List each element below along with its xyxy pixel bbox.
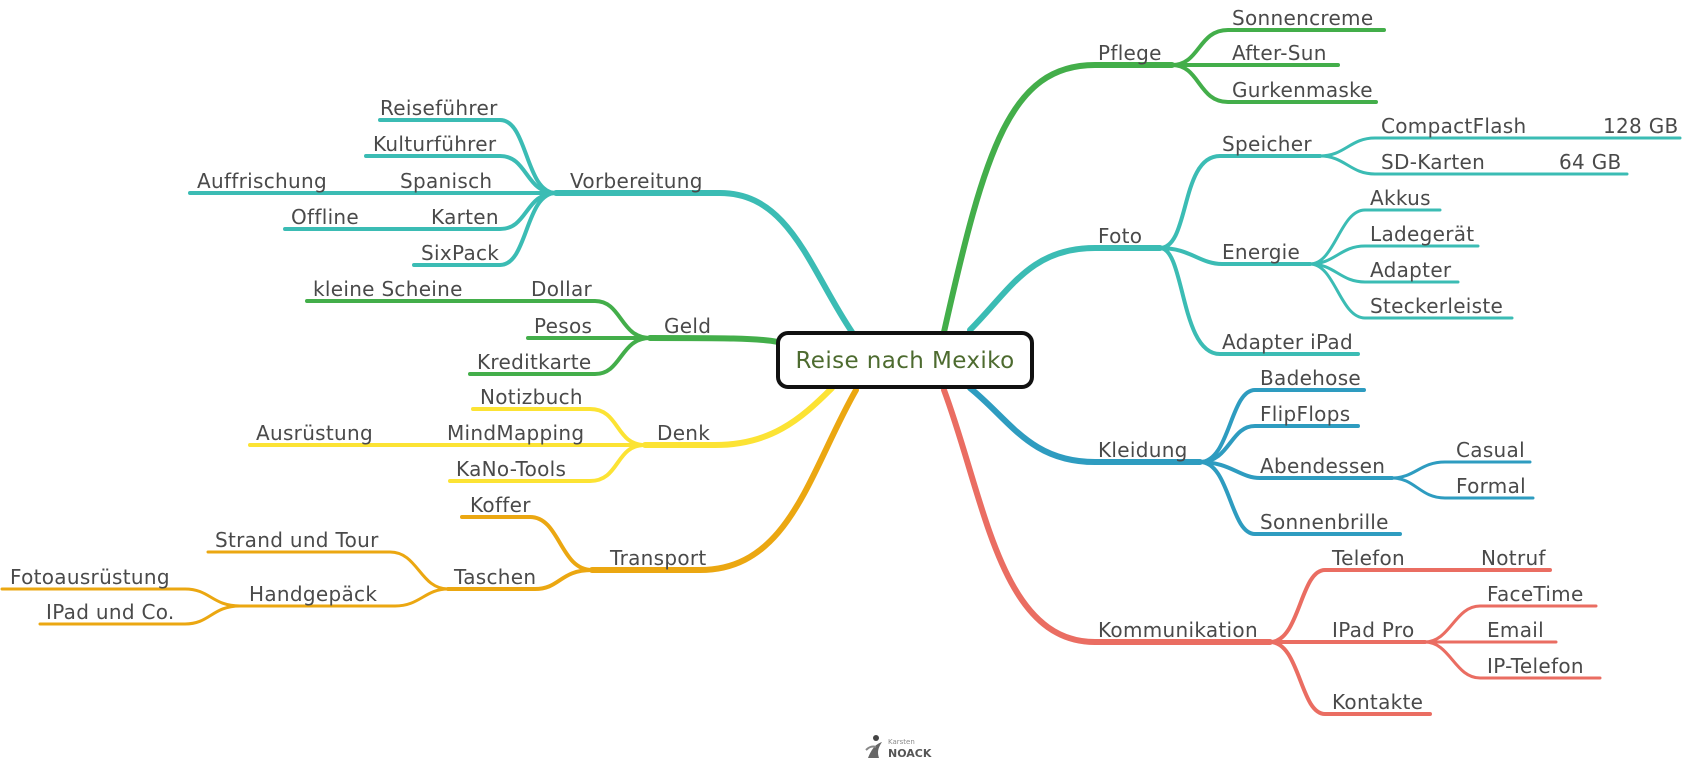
node-email[interactable]: Email bbox=[1487, 618, 1544, 642]
node-strand-und-tour[interactable]: Strand und Tour bbox=[215, 528, 379, 552]
node-notruf[interactable]: Notruf bbox=[1481, 546, 1546, 570]
branch-kleidung-edges bbox=[967, 385, 1535, 536]
node-geld[interactable]: Geld bbox=[664, 314, 711, 338]
branch-kommunikation-edges bbox=[941, 387, 1602, 716]
node-compactflash[interactable]: CompactFlash bbox=[1381, 114, 1527, 138]
node-spanisch[interactable]: Spanisch bbox=[400, 169, 492, 193]
node-speicher[interactable]: Speicher bbox=[1222, 132, 1312, 156]
node-gurkenmaske[interactable]: Gurkenmaske bbox=[1232, 78, 1373, 102]
node-kontakte[interactable]: Kontakte bbox=[1332, 690, 1423, 714]
node-badehose[interactable]: Badehose bbox=[1260, 366, 1361, 390]
node-sd-64gb[interactable]: 64 GB bbox=[1559, 150, 1622, 174]
logo-figure-icon bbox=[865, 735, 882, 758]
node-facetime[interactable]: FaceTime bbox=[1487, 582, 1584, 606]
node-kreditkarte[interactable]: Kreditkarte bbox=[477, 350, 591, 374]
node-adapter[interactable]: Adapter bbox=[1370, 258, 1452, 282]
node-sixpack[interactable]: SixPack bbox=[421, 241, 499, 265]
node-ausruestung[interactable]: Ausrüstung bbox=[256, 421, 373, 445]
node-ipad-pro[interactable]: IPad Pro bbox=[1332, 618, 1415, 642]
branch-geld-edges bbox=[305, 299, 781, 376]
branch-pflege-edges bbox=[941, 28, 1386, 335]
node-flipflops[interactable]: FlipFlops bbox=[1260, 402, 1350, 426]
node-steckerleiste[interactable]: Steckerleiste bbox=[1370, 294, 1503, 318]
branch-denk-edges bbox=[248, 385, 835, 483]
node-telefon[interactable]: Telefon bbox=[1331, 546, 1405, 570]
node-offline[interactable]: Offline bbox=[291, 205, 359, 229]
logo-top-text: Karsten bbox=[888, 738, 915, 746]
root-node-box bbox=[776, 331, 1034, 389]
node-vorbereitung[interactable]: Vorbereitung bbox=[570, 169, 703, 193]
karsten-noack-logo: Karsten NOACK bbox=[865, 735, 932, 760]
node-koffer[interactable]: Koffer bbox=[470, 493, 531, 517]
node-casual[interactable]: Casual bbox=[1456, 438, 1525, 462]
node-dollar[interactable]: Dollar bbox=[531, 277, 593, 301]
root-node[interactable]: Reise nach Mexiko bbox=[776, 331, 1034, 389]
node-fotoausruestung[interactable]: Fotoausrüstung bbox=[10, 565, 170, 589]
node-adapter-ipad[interactable]: Adapter iPad bbox=[1222, 330, 1353, 354]
branch-foto-edges bbox=[967, 136, 1682, 356]
node-denk[interactable]: Denk bbox=[657, 421, 710, 445]
node-pesos[interactable]: Pesos bbox=[534, 314, 592, 338]
node-mindmapping[interactable]: MindMapping bbox=[447, 421, 584, 445]
node-sonnencreme[interactable]: Sonnencreme bbox=[1232, 6, 1373, 30]
node-cf-128gb[interactable]: 128 GB bbox=[1603, 114, 1679, 138]
node-kleine-scheine[interactable]: kleine Scheine bbox=[313, 277, 463, 301]
node-kulturfuehrer[interactable]: Kulturführer bbox=[373, 132, 497, 156]
node-sonnenbrille[interactable]: Sonnenbrille bbox=[1260, 510, 1389, 534]
node-taschen[interactable]: Taschen bbox=[453, 565, 536, 589]
node-foto[interactable]: Foto bbox=[1098, 224, 1142, 248]
node-formal[interactable]: Formal bbox=[1456, 474, 1526, 498]
node-akkus[interactable]: Akkus bbox=[1370, 186, 1431, 210]
node-abendessen[interactable]: Abendessen bbox=[1260, 454, 1385, 478]
node-notizbuch[interactable]: Notizbuch bbox=[480, 385, 583, 409]
node-sd-karten[interactable]: SD-Karten bbox=[1381, 150, 1485, 174]
node-transport[interactable]: Transport bbox=[609, 546, 707, 570]
node-karten[interactable]: Karten bbox=[431, 205, 499, 229]
branch-transport-edges bbox=[0, 387, 859, 626]
node-ipad-und-co[interactable]: IPad und Co. bbox=[46, 600, 175, 624]
branch-vorbereitung-edges bbox=[188, 118, 855, 335]
node-after-sun[interactable]: After-Sun bbox=[1232, 41, 1327, 65]
node-ip-telefon[interactable]: IP-Telefon bbox=[1487, 654, 1584, 678]
logo-bottom-text: NOACK bbox=[888, 747, 932, 760]
node-reisefuehrer[interactable]: Reiseführer bbox=[380, 96, 498, 120]
node-energie[interactable]: Energie bbox=[1222, 240, 1300, 264]
node-kleidung[interactable]: Kleidung bbox=[1098, 438, 1188, 462]
node-handgepaeck[interactable]: Handgepäck bbox=[249, 582, 377, 606]
node-pflege[interactable]: Pflege bbox=[1098, 41, 1162, 65]
node-ladegeraet[interactable]: Ladegerät bbox=[1370, 222, 1474, 246]
root-node-label: Reise nach Mexiko bbox=[795, 348, 1014, 374]
node-kano-tools[interactable]: KaNo-Tools bbox=[456, 457, 566, 481]
node-kommunikation[interactable]: Kommunikation bbox=[1098, 618, 1258, 642]
node-auffrischung[interactable]: Auffrischung bbox=[197, 169, 327, 193]
